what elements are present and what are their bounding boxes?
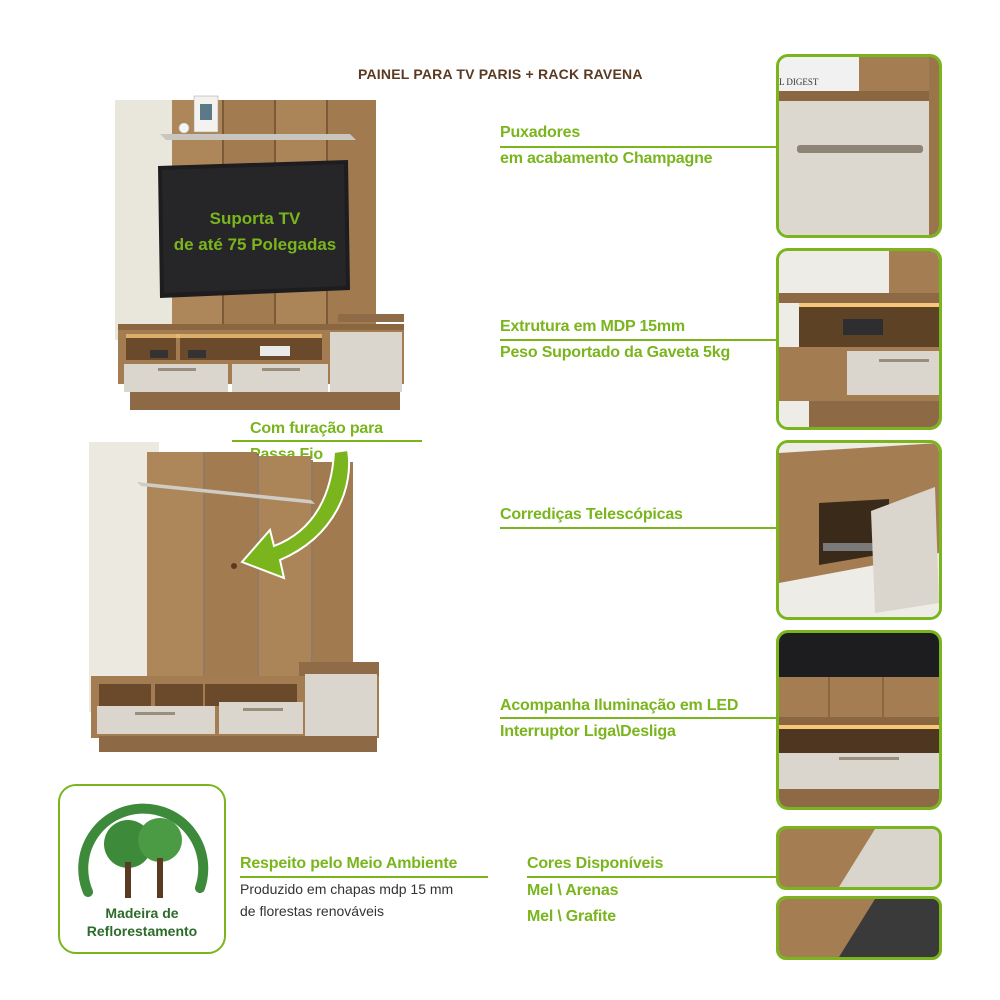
eco-badge-text: Madeira de Reflorestamento	[60, 904, 224, 940]
thumb-led-image	[779, 633, 939, 807]
page-title: PAINEL PARA TV PARIS + RACK RAVENA	[358, 66, 643, 82]
feature-slides: Corrediças Telescópicas	[500, 502, 683, 528]
eco-badge: Madeira de Reflorestamento	[58, 784, 226, 954]
colors-options: Mel \ Arenas Mel \ Grafite	[527, 878, 618, 930]
eco-badge-line-2: Reflorestamento	[86, 923, 198, 939]
wire-hole-arrow-icon	[240, 448, 351, 580]
swatch-mel-arenas	[776, 826, 942, 890]
eco-underline	[240, 876, 488, 878]
feature-structure-line-1: Extrutura em MDP 15mm	[500, 318, 685, 335]
feature-structure-line	[500, 339, 776, 341]
furniture-with-tv-illustration	[115, 95, 404, 410]
feature-handles-line	[500, 146, 776, 148]
feature-led-line-1: Acompanha Iluminação em LED	[500, 697, 739, 714]
feature-led-line-2: Interruptor Liga\Desliga	[500, 723, 676, 740]
feature-structure: Extrutura em MDP 15mm Peso Suportado da …	[500, 314, 730, 366]
colors-heading: Cores Disponíveis	[527, 855, 664, 872]
feature-led: Acompanha Iluminação em LED Interruptor …	[500, 693, 738, 745]
swatch-mel-grafite-image	[779, 899, 939, 957]
colors-underline	[527, 876, 776, 878]
eco-heading: Respeito pelo Meio Ambiente	[240, 855, 458, 872]
thumb-handles: L DIGEST	[776, 54, 942, 238]
tv-label-line-2: de até 75 Polegadas	[173, 235, 337, 254]
thumb-magazine-text: L DIGEST	[779, 77, 819, 87]
color-option-mel-arenas: Mel \ Arenas	[527, 882, 619, 899]
feature-structure-line-2: Peso Suportado da Gaveta 5kg	[500, 344, 731, 361]
tv-label-line-1: Suporta TV	[209, 209, 301, 228]
trees-icon	[78, 803, 209, 898]
thumb-handles-image	[779, 57, 939, 235]
eco-description: Produzido em chapas mdp 15 mm de florest…	[240, 878, 453, 922]
wire-label-underline	[232, 440, 422, 442]
eco-description-line-2: de florestas renováveis	[240, 903, 384, 919]
feature-handles-line-2: em acabamento Champagne	[500, 150, 713, 167]
feature-slides-line-1: Corrediças Telescópicas	[500, 506, 683, 523]
feature-handles: Puxadores em acabamento Champagne	[500, 120, 713, 172]
swatch-mel-grafite	[776, 896, 942, 960]
wire-label-line-1: Com furação para	[250, 420, 383, 437]
swatch-mel-arenas-image	[779, 829, 939, 887]
feature-slides-line	[500, 527, 776, 529]
eco-description-line-1: Produzido em chapas mdp 15 mm	[240, 881, 454, 897]
thumb-structure-image	[779, 251, 939, 427]
color-option-mel-grafite: Mel \ Grafite	[527, 908, 616, 925]
thumb-led	[776, 630, 942, 810]
eco-badge-line-1: Madeira de	[105, 905, 179, 921]
thumb-structure	[776, 248, 942, 430]
thumb-slides	[776, 440, 942, 620]
feature-led-line	[500, 717, 776, 719]
tv-support-label: Suporta TV de até 75 Polegadas	[165, 206, 345, 258]
thumb-slides-image	[779, 443, 939, 617]
feature-handles-line-1: Puxadores	[500, 124, 581, 141]
